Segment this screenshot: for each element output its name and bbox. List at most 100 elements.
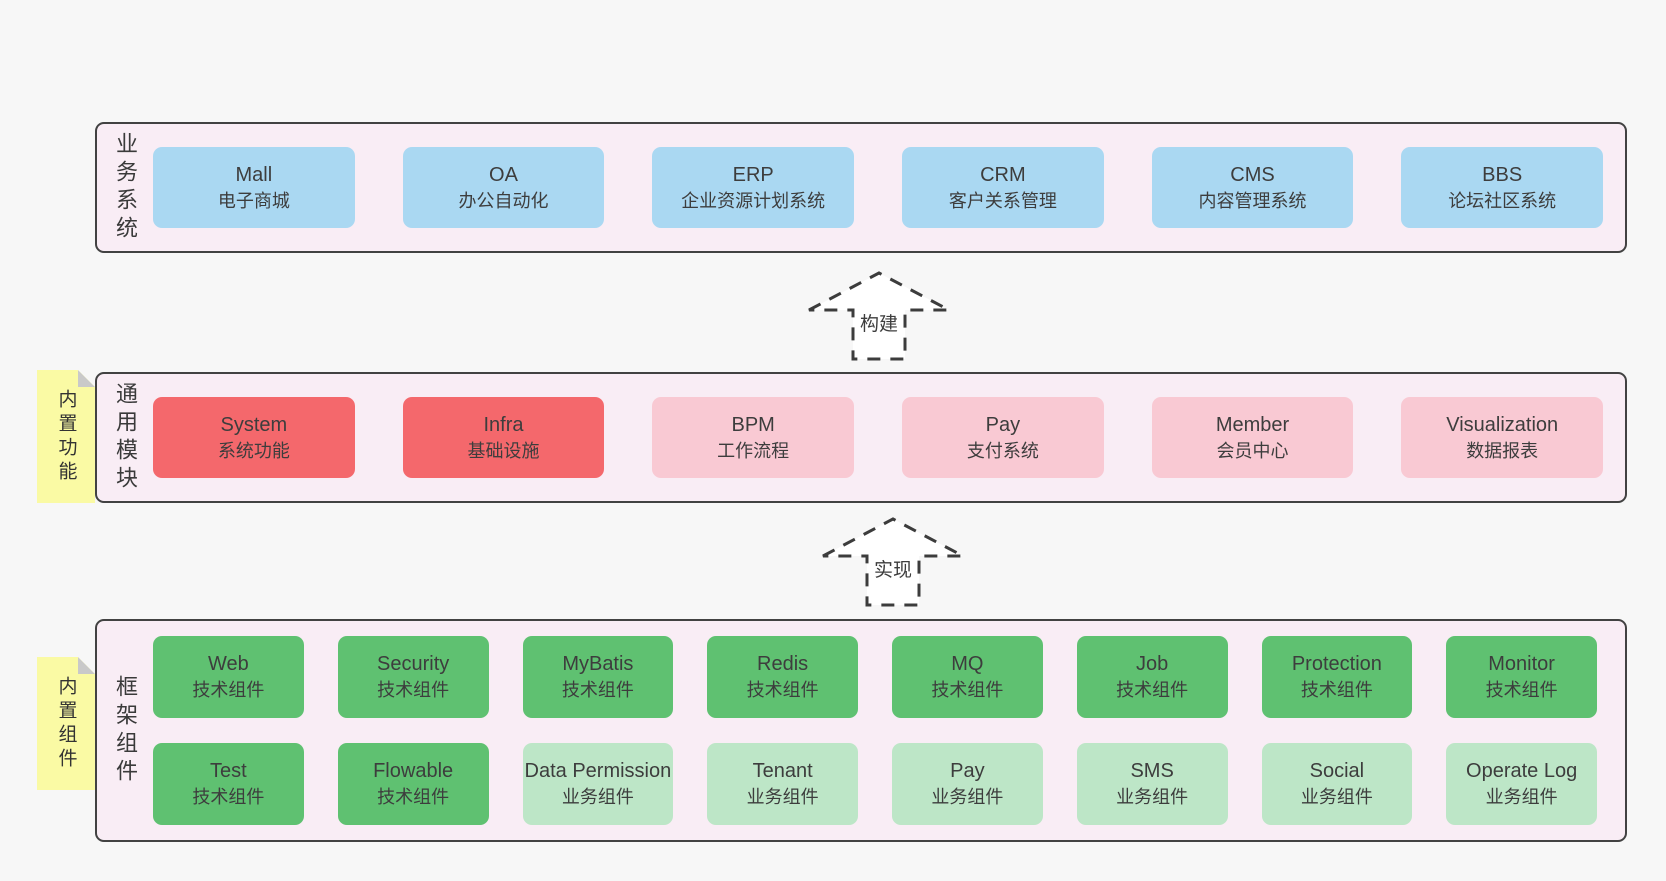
sticky-note-label: 内置功能 [55,388,77,485]
sticky-note-built-in-components: 内置组件 [37,657,95,790]
band-common-modules: 通用模块 System 系统功能 Infra 基础设施 BPM 工作流程 Pay… [95,372,1627,503]
business-systems-boxes: Mall 电子商城 OA 办公自动化 ERP 企业资源计划系统 CRM 客户关系… [153,124,1625,251]
node-operate-log: Operate Log 业务组件 [1446,743,1597,825]
band-title: 通用模块 [113,381,138,494]
node-web: Web 技术组件 [153,636,304,718]
folded-corner-icon [78,657,95,674]
band-framework-components: 框架组件 Web 技术组件 Security 技术组件 MyBatis 技术组件… [95,619,1627,842]
node-cms: CMS 内容管理系统 [1151,147,1354,228]
node-name: Mall [235,163,273,186]
node-desc: 业务组件 [1485,787,1558,808]
node-bpm: BPM 工作流程 [652,397,855,478]
node-name: Visualization [1446,413,1559,436]
node-name: Pay [985,413,1021,436]
node-name: Flowable [373,760,454,783]
node-name: CRM [980,163,1026,186]
up-arrow-build: 构建 [807,270,951,362]
node-name: Social [1309,760,1365,783]
node-oa: OA 办公自动化 [402,147,605,228]
node-desc: 论坛社区系统 [1448,190,1557,211]
node-desc: 技术组件 [746,680,819,701]
node-name: Test [210,760,247,783]
framework-components-grid: Web 技术组件 Security 技术组件 MyBatis 技术组件 Redi… [153,621,1625,840]
arrow-implement-label: 实现 [870,554,916,583]
band-business-systems-label: 业务系统 [97,124,153,251]
node-name: Data Permission [524,760,672,783]
common-modules-boxes: System 系统功能 Infra 基础设施 BPM 工作流程 Pay 支付系统… [153,374,1625,501]
node-visualization: Visualization 数据报表 [1401,397,1604,478]
node-pay-module: Pay 支付系统 [902,397,1104,478]
node-desc: 技术组件 [1300,680,1373,701]
node-name: Redis [757,653,809,676]
node-mq: MQ 技术组件 [892,636,1043,718]
node-name: System [220,413,288,436]
node-monitor: Monitor 技术组件 [1446,636,1597,718]
band-business-systems: 业务系统 Mall 电子商城 OA 办公自动化 ERP 企业资源计划系统 CRM… [95,122,1627,253]
node-name: Infra [483,413,524,436]
node-name: Pay [950,760,985,783]
node-desc: 技术组件 [377,787,450,808]
node-name: Member [1215,413,1290,436]
node-sms: SMS 业务组件 [1076,743,1228,825]
node-desc: 电子商城 [217,190,290,211]
node-system: System 系统功能 [153,397,355,478]
node-name: BBS [1482,163,1523,186]
node-desc: 内容管理系统 [1198,190,1307,211]
node-desc: 业务组件 [1116,787,1189,808]
node-desc: 工作流程 [717,440,790,461]
node-protection: Protection 技术组件 [1261,636,1413,718]
node-desc: 业务组件 [746,787,819,808]
framework-components-row-1: Web 技术组件 Security 技术组件 MyBatis 技术组件 Redi… [153,636,1597,718]
node-name: Monitor [1488,653,1555,676]
node-desc: 办公自动化 [458,190,549,211]
node-infra: Infra 基础设施 [402,397,605,478]
node-desc: 数据报表 [1466,440,1539,461]
node-desc: 技术组件 [931,680,1004,701]
node-member: Member 会员中心 [1151,397,1354,478]
node-name: MyBatis [562,653,634,676]
node-desc: 业务组件 [931,787,1004,808]
node-desc: 会员中心 [1216,440,1289,461]
up-arrow-implement: 实现 [821,516,965,608]
node-tenant: Tenant 业务组件 [707,743,858,825]
node-pay-component: Pay 业务组件 [892,743,1043,825]
node-name: OA [489,163,518,186]
band-title: 业务系统 [113,131,138,244]
node-name: MQ [951,653,984,676]
node-name: Security [377,653,450,676]
node-job: Job 技术组件 [1076,636,1228,718]
band-common-modules-label: 通用模块 [97,374,153,501]
node-desc: 企业资源计划系统 [681,190,826,211]
node-name: Protection [1291,653,1382,676]
node-desc: 客户关系管理 [948,190,1057,211]
node-name: SMS [1130,760,1174,783]
folded-corner-icon [78,370,95,387]
arrow-build-label: 构建 [856,308,902,337]
node-desc: 技术组件 [192,680,265,701]
node-name: BPM [731,413,775,436]
node-data-permission: Data Permission 业务组件 [522,743,674,825]
node-name: ERP [732,163,774,186]
node-desc: 技术组件 [1485,680,1558,701]
node-erp: ERP 企业资源计划系统 [652,147,855,228]
node-redis: Redis 技术组件 [707,636,858,718]
node-name: Web [207,653,249,676]
node-name: Operate Log [1466,760,1578,783]
node-crm: CRM 客户关系管理 [902,147,1104,228]
node-desc: 业务组件 [561,787,634,808]
node-desc: 支付系统 [966,440,1039,461]
node-mybatis: MyBatis 技术组件 [522,636,674,718]
node-desc: 业务组件 [1300,787,1373,808]
node-desc: 技术组件 [561,680,634,701]
node-name: Job [1136,653,1169,676]
node-mall: Mall 电子商城 [153,147,355,228]
node-social: Social 业务组件 [1261,743,1413,825]
node-desc: 技术组件 [377,680,450,701]
sticky-note-label: 内置组件 [55,675,77,772]
node-desc: 基础设施 [467,440,540,461]
sticky-note-built-in-features: 内置功能 [37,370,95,503]
node-desc: 技术组件 [1116,680,1189,701]
band-framework-components-label: 框架组件 [97,621,153,840]
node-name: CMS [1230,163,1275,186]
node-name: Tenant [752,760,813,783]
